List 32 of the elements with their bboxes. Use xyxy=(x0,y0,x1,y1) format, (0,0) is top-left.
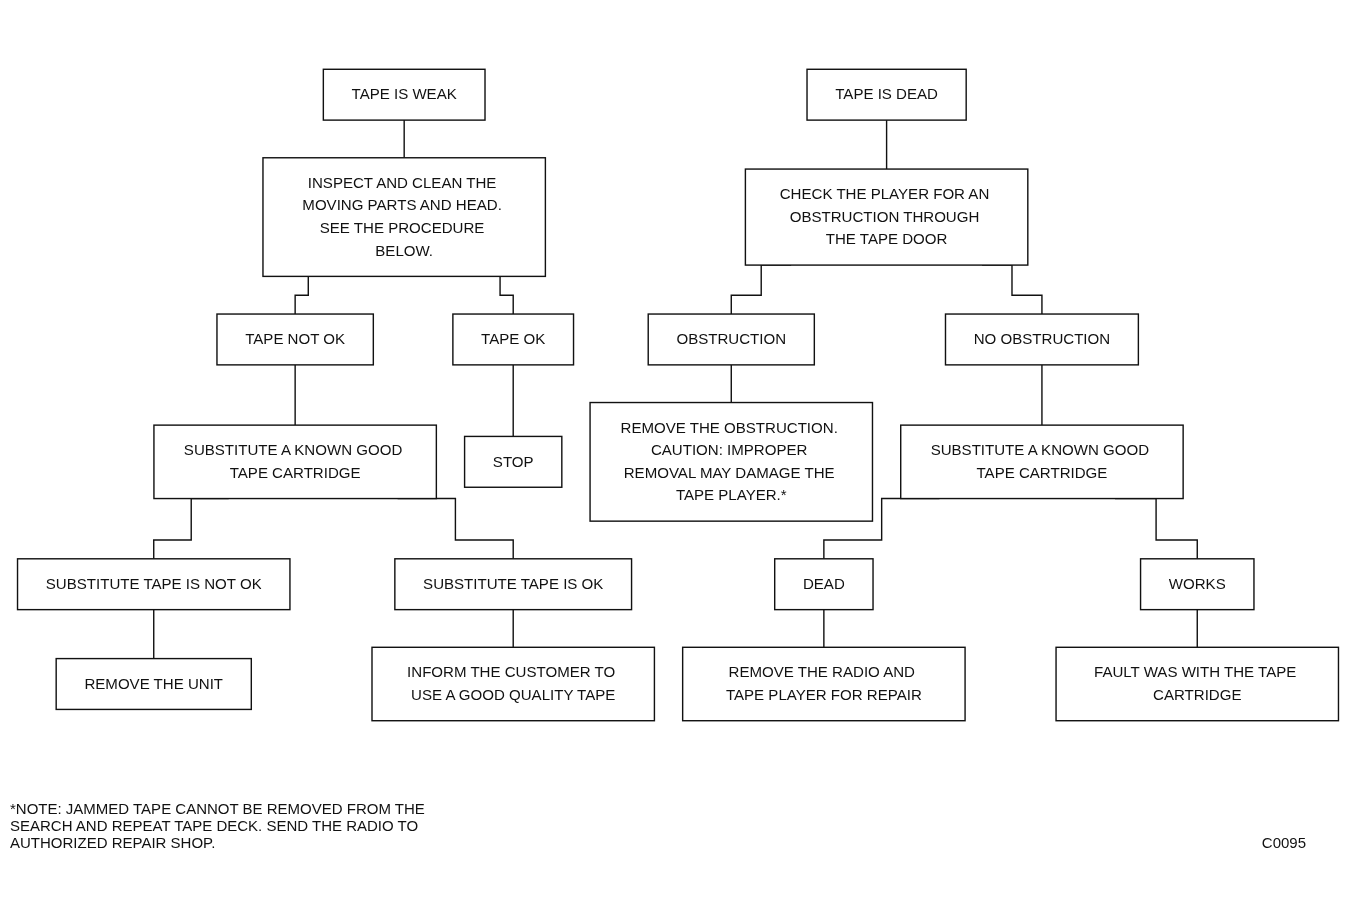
node-box: CHECK THE PLAYER FOR AN OBSTRUCTION THROUGH THE TAPE DOOR xyxy=(744,168,1029,266)
node-box: REMOVE THE OBSTRUCTION. CAUTION: IMPROPER REMOVAL MAY DAMAGE THE TAPE PLAYER.* xyxy=(589,401,874,522)
node-box: NO OBSTRUCTION xyxy=(944,313,1140,366)
connector xyxy=(294,364,296,426)
connector xyxy=(512,364,514,438)
node-box: SUBSTITUTE A KNOWN GOOD TAPE CARTRIDGE xyxy=(153,424,438,500)
node-box: STOP xyxy=(463,435,563,488)
node-box: INSPECT AND CLEAN THE MOVING PARTS AND HEAD. SEE THE PROCEDURE BELOW. xyxy=(262,157,547,278)
node-box: WORKS xyxy=(1139,558,1255,611)
node-box: DEAD xyxy=(774,558,874,611)
node-box: INFORM THE CUSTOMER TO USE A GOOD QUALITY TAPE xyxy=(371,646,656,722)
node-box: TAPE IS WEAK xyxy=(322,68,486,121)
node-box: OBSTRUCTION xyxy=(647,313,816,366)
connector xyxy=(885,119,888,170)
connector xyxy=(512,608,514,648)
node-box: TAPE IS DEAD xyxy=(806,68,967,121)
connector xyxy=(823,608,825,648)
node-box: SUBSTITUTE TAPE IS NOT OK xyxy=(16,558,291,611)
connector xyxy=(730,364,732,404)
node-box: FAULT WAS WITH THE TAPE CARTRIDGE xyxy=(1055,646,1340,722)
node-box: TAPE OK xyxy=(452,313,575,366)
node-box: TAPE NOT OK xyxy=(216,313,375,366)
figure-code: C0095 xyxy=(1261,834,1306,851)
connector xyxy=(403,119,405,159)
footnote: *NOTE: JAMMED TAPE CANNOT BE REMOVED FROM THE SEARCH AND REPEAT TAPE DECK. SEND THE RADIO TO AUTHORIZED REPAIR SHOP. xyxy=(10,800,426,851)
connector xyxy=(1196,608,1198,648)
node-box: SUBSTITUTE A KNOWN GOOD TAPE CARTRIDGE xyxy=(900,424,1184,500)
connector xyxy=(153,608,155,660)
node-box: REMOVE THE UNIT xyxy=(55,657,252,711)
node-box: REMOVE THE RADIO AND TAPE PLAYER FOR REPAIR xyxy=(681,646,966,722)
node-box: SUBSTITUTE TAPE IS OK xyxy=(394,558,633,611)
connector xyxy=(1041,364,1043,426)
